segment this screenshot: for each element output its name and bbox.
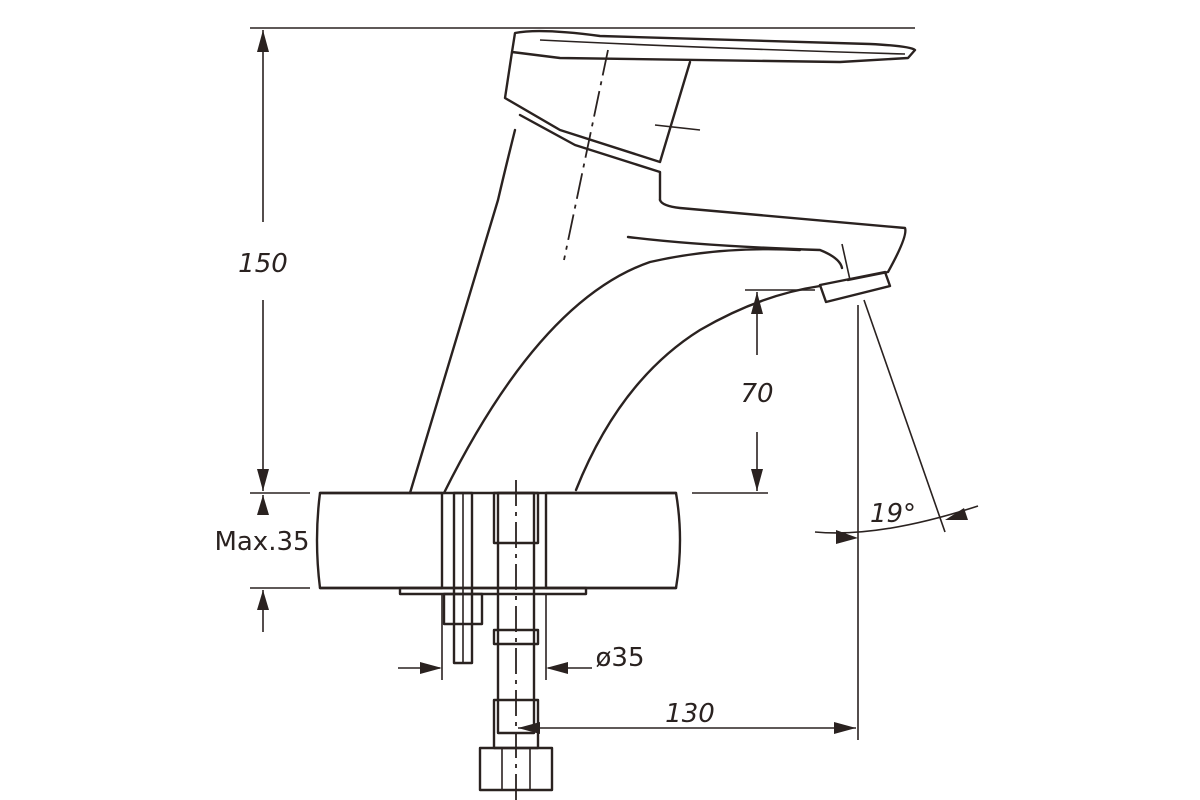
handle-cap: [503, 50, 692, 164]
dim-hole-diameter: ø35: [398, 595, 645, 680]
spout-underside: [626, 235, 844, 270]
dim-label-hole-diameter: ø35: [596, 643, 645, 673]
body-inner-curve: [574, 284, 822, 492]
faucet-body: [408, 29, 917, 495]
countertop-left-block: [315, 491, 444, 590]
dim-deck-thickness: Max.35: [214, 495, 310, 632]
mounting-hardware: [442, 480, 554, 800]
spout-underside-outer: [442, 248, 802, 495]
dim-label-spout-clearance: 70: [740, 379, 773, 409]
mounting-plate: [398, 586, 588, 596]
aerator: [818, 270, 892, 304]
dim-spout-clearance: 70: [692, 289, 815, 494]
dim-label-spout-angle: 19°: [870, 499, 916, 529]
dim-label-spout-reach: 130: [665, 699, 715, 729]
lever-handle: [510, 29, 917, 64]
dim-label-total-height: 150: [238, 249, 288, 279]
aerator-line: [841, 243, 851, 281]
dim-label-deck-thickness: Max.35: [214, 527, 309, 557]
countertop-right-block: [544, 491, 682, 590]
lever-handle-edge: [539, 39, 906, 55]
dim-spout-angle: 19°: [814, 299, 979, 544]
body-left-profile: [408, 128, 517, 495]
spout-top: [658, 198, 907, 282]
hose-nut: [478, 746, 554, 792]
handle-cap-inner: [518, 113, 662, 202]
dim-spout-reach: 130: [518, 305, 859, 740]
dim-total-height: 150: [238, 27, 915, 494]
axis-cross: [654, 124, 701, 131]
cartridge-axis: [563, 49, 609, 261]
stud-nut: [442, 592, 484, 626]
